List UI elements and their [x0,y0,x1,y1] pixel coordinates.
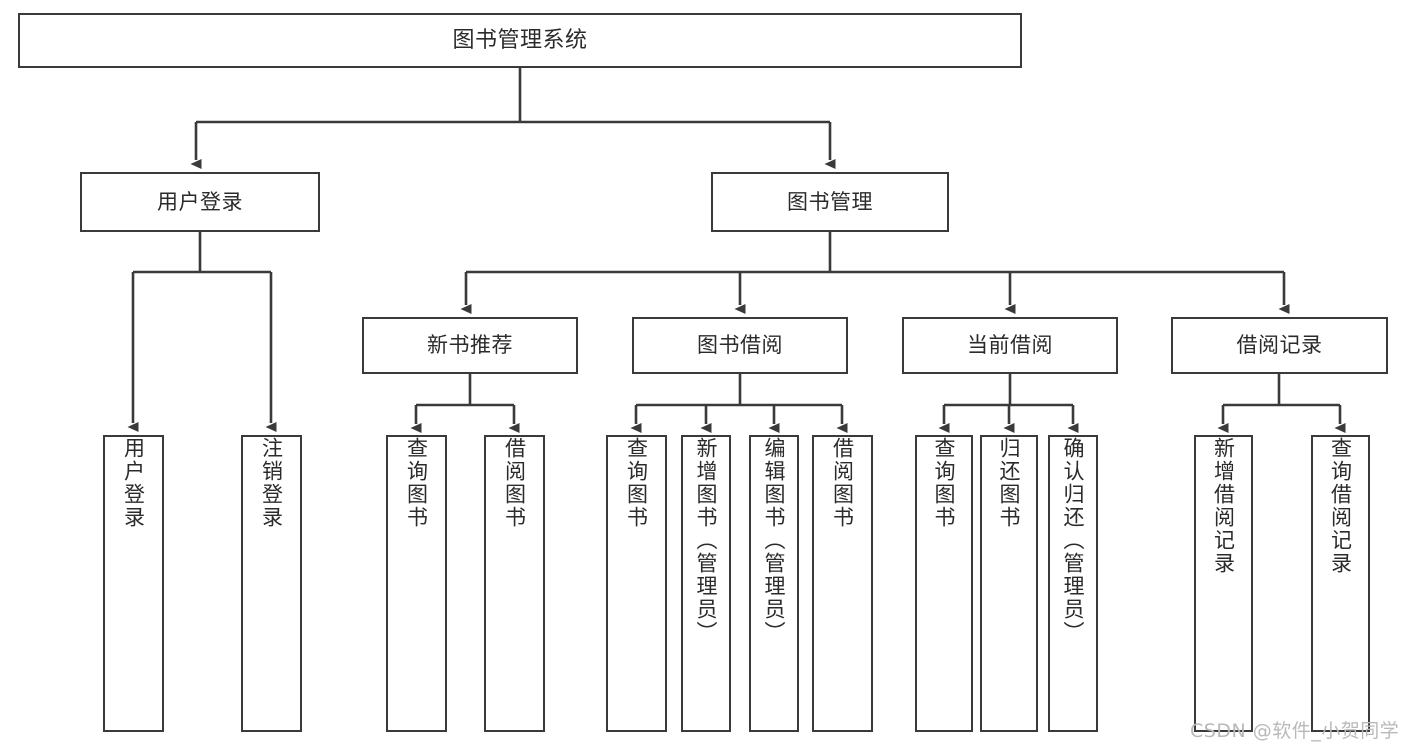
node-root[interactable]: 图书管理系统 [18,13,1022,68]
node-book-manage[interactable]: 图书管理 [711,172,949,232]
node-leaf-edit-book[interactable]: 编辑图书（管理员） [749,435,799,732]
node-leaf-borrow-book-rec-label: 借阅图书 [502,437,527,529]
node-book-manage-label: 图书管理 [787,189,873,214]
node-root-label: 图书管理系统 [452,27,588,53]
node-leaf-query-book-cur[interactable]: 查询图书 [915,435,973,732]
node-leaf-borrow-book-rec[interactable]: 借阅图书 [484,435,545,732]
node-leaf-user-login-label: 用户登录 [121,437,146,529]
node-leaf-add-record-label: 新增借阅记录 [1211,437,1236,575]
node-current-borrow[interactable]: 当前借阅 [902,317,1118,374]
node-leaf-query-book-cur-label: 查询图书 [932,437,957,529]
node-leaf-query-book-borrow-label: 查询图书 [624,437,649,529]
node-leaf-return-book-label: 归还图书 [997,437,1022,529]
node-book-borrow-label: 图书借阅 [697,333,783,358]
node-leaf-add-book[interactable]: 新增图书（管理员） [681,435,731,732]
node-leaf-borrow-book-label: 借阅图书 [830,437,855,529]
node-book-borrow[interactable]: 图书借阅 [632,317,848,374]
node-borrow-record-label: 借阅记录 [1236,333,1323,358]
node-new-book-recommend[interactable]: 新书推荐 [362,317,578,374]
node-leaf-borrow-book[interactable]: 借阅图书 [812,435,873,732]
node-leaf-query-book-rec[interactable]: 查询图书 [386,435,447,732]
node-leaf-user-logout-label: 注销登录 [259,437,284,529]
node-borrow-record[interactable]: 借阅记录 [1171,317,1388,374]
node-leaf-query-book-borrow[interactable]: 查询图书 [606,435,667,732]
node-leaf-query-book-rec-label: 查询图书 [404,437,429,529]
node-leaf-return-book[interactable]: 归还图书 [980,435,1038,732]
node-leaf-add-record[interactable]: 新增借阅记录 [1194,435,1253,732]
node-new-book-recommend-label: 新书推荐 [427,333,513,358]
node-user-login-label: 用户登录 [157,189,243,214]
node-leaf-add-book-label: 新增图书（管理员） [694,437,719,644]
node-leaf-query-record-label: 查询借阅记录 [1328,437,1353,575]
node-leaf-confirm-return[interactable]: 确认归还（管理员） [1048,435,1098,732]
node-leaf-query-record[interactable]: 查询借阅记录 [1311,435,1370,732]
node-leaf-user-logout[interactable]: 注销登录 [241,435,302,732]
csdn-watermark: CSDN @软件_小贺同学 [1190,720,1400,742]
node-leaf-user-login[interactable]: 用户登录 [103,435,164,732]
node-leaf-confirm-return-label: 确认归还（管理员） [1061,437,1086,644]
node-user-login[interactable]: 用户登录 [80,172,320,232]
node-leaf-edit-book-label: 编辑图书（管理员） [762,437,787,644]
node-current-borrow-label: 当前借阅 [967,333,1053,358]
